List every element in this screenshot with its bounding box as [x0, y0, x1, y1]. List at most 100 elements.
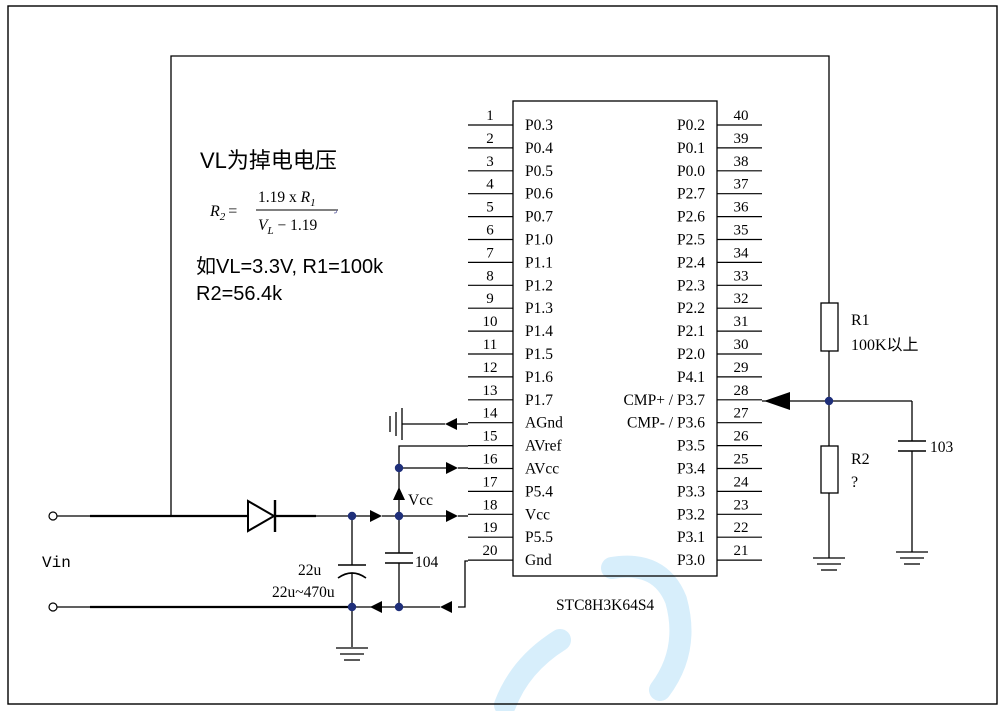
pin-label: P1.2 [525, 277, 553, 294]
pin-label: P2.1 [677, 323, 705, 340]
arrow-agnd [445, 418, 457, 430]
arrow-cmp-plus [764, 392, 790, 410]
pin-label: P2.0 [677, 346, 705, 363]
pin-label: P0.3 [525, 117, 553, 134]
pin-label: P3.1 [677, 529, 705, 546]
pin-label: CMP+ / P3.7 [623, 392, 705, 409]
pin-label: Gnd [525, 552, 552, 569]
pin-number: 22 [734, 520, 749, 536]
pin-label: AVcc [525, 461, 559, 478]
pin-number: 24 [734, 474, 750, 490]
right-pins: 40P0.239P0.138P0.037P2.736P2.635P2.534P2… [623, 108, 762, 569]
junction-dot [394, 511, 404, 521]
watermark [494, 555, 692, 711]
pin-label: P3.3 [677, 483, 705, 500]
pin-number: 13 [483, 383, 498, 399]
left-pin: 5P0.7 [468, 200, 553, 226]
left-pin: 7P1.1 [468, 245, 553, 271]
pin-number: 28 [734, 383, 749, 399]
junction-dot [394, 602, 404, 612]
pin-number: 14 [483, 406, 499, 422]
left-pins: 1P0.32P0.43P0.54P0.65P0.76P1.07P1.18P1.2… [468, 108, 563, 569]
pin-number: 31 [734, 314, 749, 330]
pin-number: 19 [483, 520, 498, 536]
pin-label: P1.6 [525, 369, 553, 386]
pin-label: P5.5 [525, 529, 553, 546]
pin-label: P1.1 [525, 254, 553, 271]
pin-number: 9 [486, 291, 494, 307]
pin-label: P3.4 [677, 461, 705, 478]
pin-label: P1.4 [525, 323, 553, 340]
label-104: 104 [415, 554, 439, 571]
arrow-pin18 [446, 510, 458, 522]
pin-label: P2.2 [677, 300, 705, 317]
left-pin: 1P0.3 [468, 108, 553, 134]
pin-label: Vcc [525, 506, 550, 523]
page-frame [7, 5, 998, 705]
left-pin: 9P1.3 [468, 291, 553, 317]
pin-label: P0.6 [525, 186, 553, 203]
example-line-2: R2=56.4k [196, 283, 283, 305]
pin-number: 36 [734, 200, 750, 216]
label-22u-470u: 22u~470u [272, 584, 335, 601]
pin-number: 4 [486, 177, 494, 193]
pin-label: P1.0 [525, 232, 553, 249]
formula: R2= 1.19 x R1 VL − 1.19 [209, 189, 338, 237]
pin-number: 34 [734, 245, 750, 261]
arrow-vcc-rail-1 [370, 510, 382, 522]
pin-number: 11 [483, 337, 497, 353]
pin-number: 2 [486, 131, 494, 147]
junction-dot [347, 602, 357, 612]
description-title: VL为掉电电压 [200, 148, 337, 173]
pin-number: 30 [734, 337, 749, 353]
junction-dot [824, 396, 834, 406]
ground-symbol-agnd [389, 408, 403, 440]
pin-label: P2.3 [677, 277, 705, 294]
svg-text:R2=: R2= [209, 203, 237, 223]
left-pin: 3P0.5 [468, 154, 553, 180]
pin-label: P1.5 [525, 346, 553, 363]
pin-label: CMP- / P3.6 [627, 415, 705, 432]
resistor-r1 [820, 302, 839, 352]
pin-number: 1 [486, 108, 494, 124]
pin-label: P4.1 [677, 369, 705, 386]
pin-number: 29 [734, 360, 749, 376]
wire-gnd-return [458, 560, 468, 608]
example-line-1: 如VL=3.3V, R1=100k [196, 255, 384, 278]
pin-number: 18 [483, 497, 498, 513]
pin-number: 33 [734, 268, 749, 284]
left-pin: 8P1.2 [468, 268, 553, 294]
pin-label: P1.3 [525, 300, 553, 317]
pin-number: 25 [734, 452, 749, 468]
junction-dot [347, 511, 357, 521]
pin-number: 39 [734, 131, 749, 147]
vin-label: Vin [42, 554, 71, 572]
chip-name: STC8H3K64S4 [556, 597, 654, 614]
pin-number: 16 [483, 452, 499, 468]
label-103: 103 [930, 439, 954, 456]
diode [247, 499, 277, 533]
arrow-gnd-pin20 [440, 601, 452, 613]
label-vcc: Vcc [408, 492, 433, 509]
